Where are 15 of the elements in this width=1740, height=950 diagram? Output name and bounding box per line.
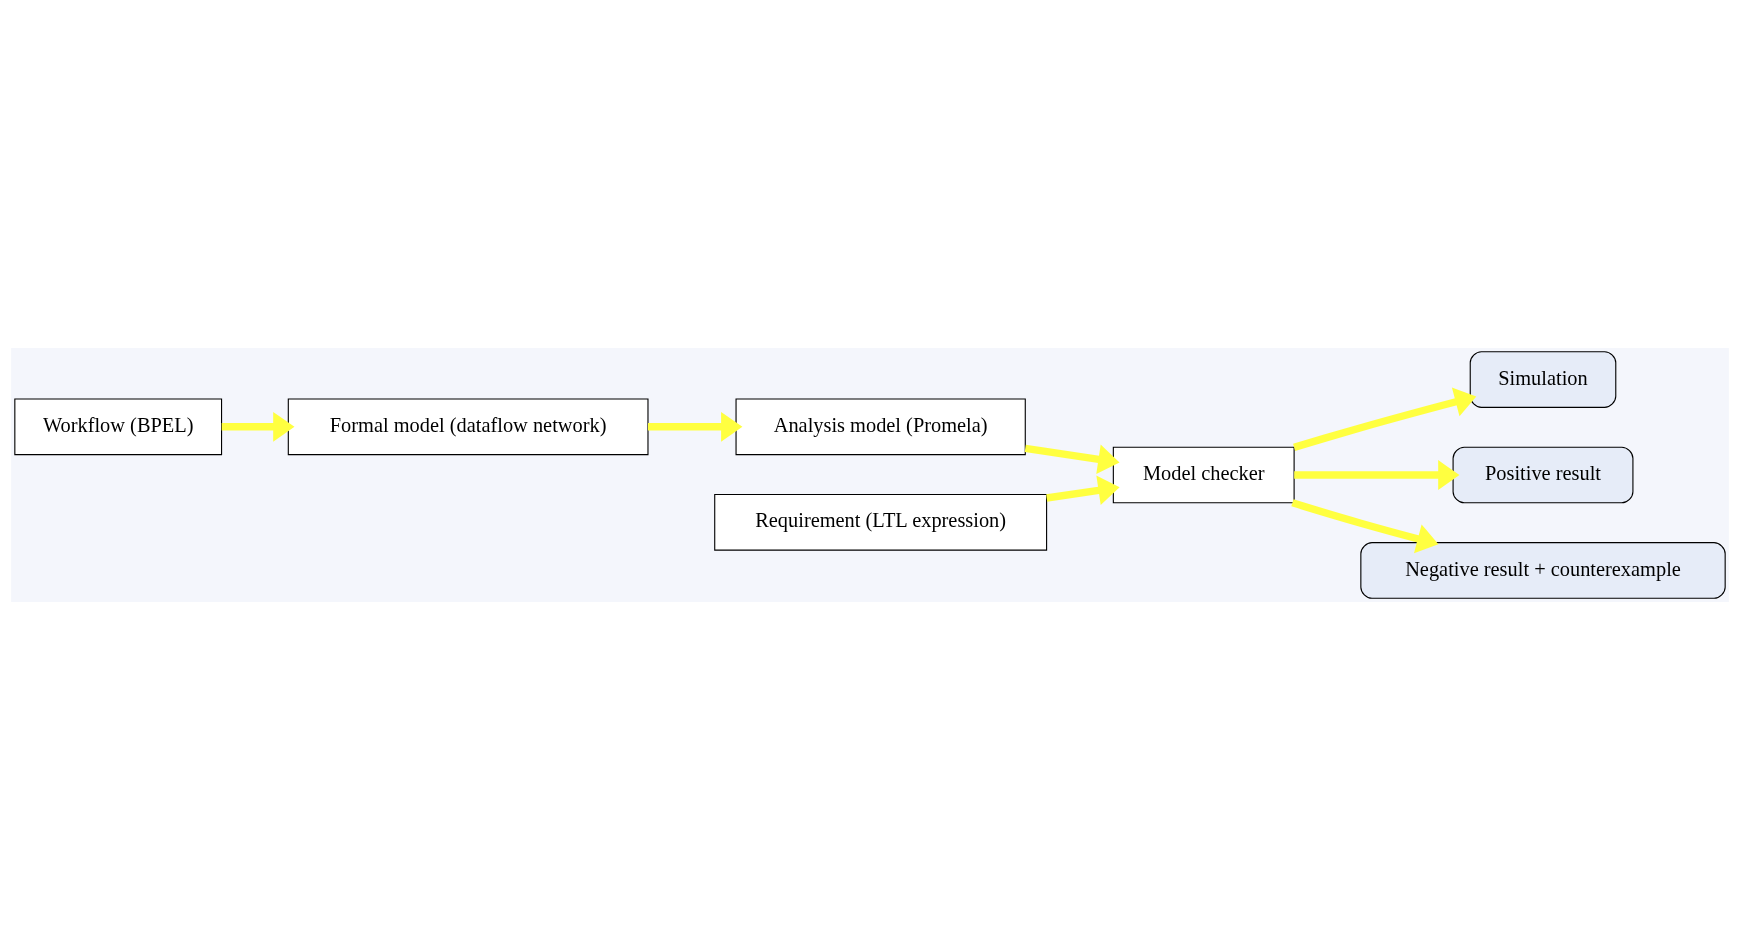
node-box: Simulation	[1469, 351, 1617, 408]
node-box: Formal model (dataflow network)	[287, 398, 649, 456]
arrow	[1291, 499, 1439, 554]
node-box: Model checker	[1112, 446, 1295, 504]
arrow	[1024, 444, 1120, 475]
node-box: Workflow (BPEL)	[14, 398, 223, 456]
arrow	[648, 411, 743, 442]
node-box: Requirement (LTL expression)	[714, 493, 1048, 551]
arrow	[1046, 475, 1120, 506]
node-box: Negative result + counterexample	[1360, 542, 1726, 599]
arrow	[1294, 460, 1460, 490]
node-box: Analysis model (Promela)	[735, 398, 1026, 456]
arrow	[1293, 387, 1477, 451]
arrow	[221, 411, 295, 442]
node-box: Positive result	[1452, 446, 1634, 504]
